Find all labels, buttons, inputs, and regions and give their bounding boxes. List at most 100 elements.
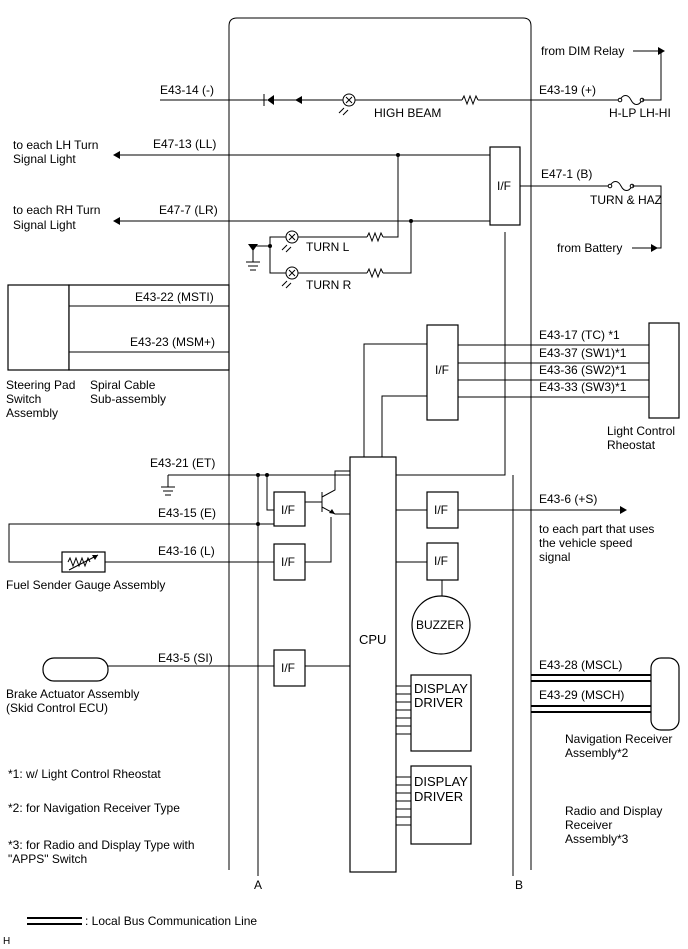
resistor-icon <box>461 94 479 106</box>
skid-if-block <box>273 649 306 687</box>
steering-pad-group: E43-22 (MSTI) E43-23 (MSM+) Steering Pad… <box>6 284 230 420</box>
note-2: *2: for Navigation Receiver Type <box>8 801 180 815</box>
display-driver-2-label-2: DRIVER <box>414 789 463 804</box>
bottom-h-label: H <box>3 936 10 947</box>
navigation-bus-group: E43-28 (MSCL) E43-29 (MSCH) Navigation R… <box>531 657 680 846</box>
arrow-left-icon <box>295 96 302 104</box>
turn-r-indicator-icon <box>285 266 299 280</box>
pin-e43-37: E43-37 (SW1)*1 <box>539 346 627 360</box>
display-driver-2-label: DISPLAY <box>414 774 468 789</box>
cpu-input-interfaces: I/F I/F I/F <box>273 470 364 687</box>
display-driver-group: DISPLAY DRIVER DISPLAY DRIVER <box>396 674 472 845</box>
et-if-block <box>273 491 306 527</box>
buzzer-label: BUZZER <box>416 618 464 632</box>
ground-icon <box>246 261 260 271</box>
transistor-icon <box>305 470 350 515</box>
footnotes: *1: w/ Light Control Rheostat *2: for Na… <box>8 767 195 866</box>
note-3: *3: for Radio and Display Type with <box>8 838 195 852</box>
turn-l-label: TURN L <box>306 240 350 254</box>
radio-display-label-3: Assembly*3 <box>565 832 629 846</box>
pin-e47-7: E47-7 (LR) <box>159 203 218 217</box>
spiral-cable-label-2: Sub-assembly <box>90 392 166 406</box>
arrow-left-icon <box>113 151 120 159</box>
speed-if-label: I/F <box>434 503 448 517</box>
radio-display-label: Radio and Display <box>565 804 662 818</box>
pin-e43-5: E43-5 (SI) <box>158 651 213 665</box>
spiral-cable-box <box>68 284 230 371</box>
navigation-receiver-label-2: Assembly*2 <box>565 746 629 760</box>
display-driver-1 <box>410 674 472 752</box>
ground-et-circuit: E43-21 (ET) A B <box>150 232 523 892</box>
turn-r-label: TURN R <box>306 278 352 292</box>
light-control-rheostat-box <box>648 322 680 419</box>
pin-e43-16: E43-16 (L) <box>158 544 215 558</box>
vehicle-speed-label: to each part that uses <box>539 522 654 536</box>
cpu-label: CPU <box>359 632 386 647</box>
arrow-right-icon <box>620 506 627 514</box>
lh-turn-label: to each LH Turn <box>13 138 98 152</box>
brake-actuator-label-2: (Skid Control ECU) <box>6 701 108 715</box>
brake-actuator-group: E43-5 (SI) Brake Actuator Assembly (Skid… <box>6 651 274 715</box>
brake-actuator-box <box>42 657 109 682</box>
pin-e43-15: E43-15 (E) <box>158 506 216 520</box>
buzzer-if-label: I/F <box>434 554 448 568</box>
light-control-label-2: Rheostat <box>607 438 656 452</box>
diode-icon <box>248 244 258 251</box>
fuse-icon <box>609 181 633 191</box>
lh-turn-label-2: Signal Light <box>13 152 76 166</box>
resistor-icon <box>366 267 384 279</box>
legend-local-bus: : Local Bus Communication Line <box>85 914 257 928</box>
et-if-label: I/F <box>281 503 295 517</box>
speed-if-block <box>426 491 459 529</box>
navigation-receiver-label: Navigation Receiver <box>565 732 672 746</box>
arrow-left-icon <box>113 217 120 225</box>
diode-icon <box>267 95 274 105</box>
steering-pad-label-3: Assembly <box>6 406 58 420</box>
rh-turn-label: to each RH Turn <box>13 203 100 217</box>
pin-e43-21: E43-21 (ET) <box>150 456 215 470</box>
display-driver-1-label-2: DRIVER <box>414 695 463 710</box>
brake-actuator-label: Brake Actuator Assembly <box>6 687 139 701</box>
steering-pad-switch-box <box>7 284 70 371</box>
pin-e43-29: E43-29 (MSCH) <box>539 688 624 702</box>
display-driver-1-label: DISPLAY <box>414 681 468 696</box>
fuel-sender-label: Fuel Sender Gauge Assembly <box>6 578 165 592</box>
from-battery-label: from Battery <box>557 241 622 255</box>
pin-e47-13: E47-13 (LL) <box>153 137 216 151</box>
rheostat-if-block <box>426 324 459 421</box>
arrow-right-icon <box>651 244 658 252</box>
pin-e43-14: E43-14 (-) <box>160 83 214 97</box>
fuel-if-label: I/F <box>281 555 295 569</box>
pin-e43-33: E43-33 (SW3)*1 <box>539 380 627 394</box>
turn-signal-circuit: to each LH Turn Signal Light E47-13 (LL)… <box>13 137 662 292</box>
pin-e43-22: E43-22 (MSTI) <box>135 290 214 304</box>
vehicle-speed-label-3: signal <box>539 550 570 564</box>
spiral-cable-label: Spiral Cable <box>90 378 156 392</box>
note-3-line-2: "APPS" Switch <box>8 852 87 866</box>
ground-b-label: B <box>515 878 523 892</box>
radio-display-label-2: Receiver <box>565 818 612 832</box>
from-dim-relay-label: from DIM Relay <box>541 44 624 58</box>
pin-e43-28: E43-28 (MSCL) <box>539 658 622 672</box>
high-beam-label: HIGH BEAM <box>374 106 441 120</box>
pin-e47-1: E47-1 (B) <box>541 167 592 181</box>
meter-assembly-outline <box>228 17 532 870</box>
pin-e43-17: E43-17 (TC) *1 <box>539 328 620 342</box>
high-beam-circuit: from DIM Relay E43-14 (-) E43-19 (+) HIG… <box>160 44 671 120</box>
vehicle-speed-label-2: the vehicle speed <box>539 536 632 550</box>
pin-e43-23: E43-23 (MSM+) <box>130 335 215 349</box>
pin-e43-19: E43-19 (+) <box>539 83 596 97</box>
skid-if-label: I/F <box>281 661 295 675</box>
cpu-block <box>349 456 397 873</box>
pin-e43-36: E43-36 (SW2)*1 <box>539 363 627 377</box>
ground-a-label: A <box>254 878 262 892</box>
ground-icon <box>161 486 175 496</box>
speed-output-group: I/F E43-6 (+S) to each part that uses th… <box>396 491 654 564</box>
resistor-icon <box>366 231 384 243</box>
steering-pad-label: Steering Pad <box>6 378 75 392</box>
navigation-receiver-box <box>650 657 680 731</box>
legend: : Local Bus Communication Line H <box>3 914 257 947</box>
buzzer-group: I/F BUZZER <box>396 542 471 655</box>
pin-e43-6: E43-6 (+S) <box>539 492 597 506</box>
turn-haz-label: TURN & HAZ <box>590 193 662 207</box>
